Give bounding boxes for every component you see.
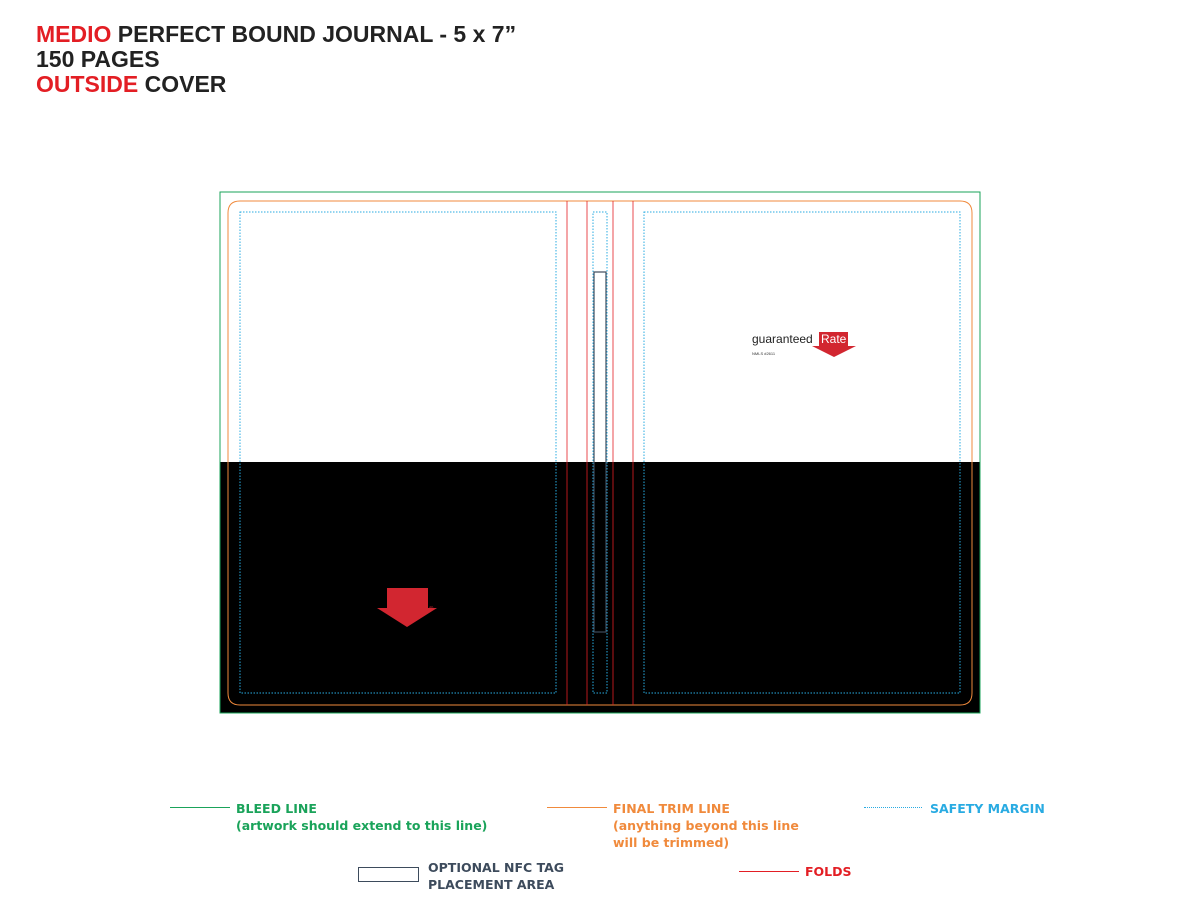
trim-line-front — [633, 200, 973, 706]
bleed-line — [219, 191, 981, 714]
safety-margin-front — [643, 211, 961, 694]
legend-bleed: BLEED LINE (artwork should extend to thi… — [236, 800, 487, 834]
trim-line-back — [227, 200, 567, 706]
black-lower-band — [220, 462, 980, 713]
legend-folds-swatch — [739, 871, 799, 872]
back-logo-arrow-icon — [377, 588, 437, 627]
legend-nfc-line-1: OPTIONAL NFC TAG — [428, 860, 565, 875]
legend-trim-note-1: (anything beyond this line — [613, 818, 799, 833]
legend-folds-title: FOLDS — [805, 864, 852, 879]
legend-bleed-title: BLEED LINE — [236, 801, 317, 816]
title-line-1: MEDIO PERFECT BOUND JOURNAL - 5 x 7” — [36, 22, 516, 47]
page-title: MEDIO PERFECT BOUND JOURNAL - 5 x 7” 150… — [36, 22, 516, 97]
nmls-number: NMLS #2611 — [752, 351, 776, 356]
legend-safety-swatch — [864, 807, 922, 808]
legend-bleed-note: (artwork should extend to this line) — [236, 818, 488, 833]
title-rest-journal: PERFECT BOUND JOURNAL - 5 x 7” — [111, 21, 517, 47]
safety-margin-back — [239, 211, 557, 694]
legend-trim-title: FINAL TRIM LINE — [613, 801, 730, 816]
back-logo-registered-mark: ® — [429, 606, 434, 613]
legend-trim: FINAL TRIM LINE (anything beyond this li… — [613, 800, 799, 851]
legend-folds: FOLDS — [805, 863, 852, 880]
legend-safety-title: SAFETY MARGIN — [930, 801, 1045, 816]
legend-trim-swatch — [547, 807, 607, 808]
legend-safety: SAFETY MARGIN — [930, 800, 1045, 817]
title-rest-cover: COVER — [138, 71, 227, 97]
title-line-2: 150 PAGES — [36, 46, 160, 72]
logo-word-rate: Rate — [819, 332, 849, 346]
title-line-3: OUTSIDE COVER — [36, 72, 516, 97]
safety-margin-spine — [592, 211, 608, 694]
legend-bleed-swatch — [170, 807, 230, 808]
legend-nfc-line-2: PLACEMENT AREA — [428, 877, 555, 892]
logo-word-guaranteed: guaranteed — [752, 332, 813, 346]
legend-nfc-swatch — [358, 867, 419, 882]
legend-nfc: OPTIONAL NFC TAG PLACEMENT AREA — [428, 859, 564, 893]
legend-trim-note-2: will be trimmed) — [613, 835, 730, 850]
title-accent-outside: OUTSIDE — [36, 71, 139, 97]
nfc-placement-area — [593, 271, 607, 633]
title-accent-medio: MEDIO — [36, 21, 112, 47]
